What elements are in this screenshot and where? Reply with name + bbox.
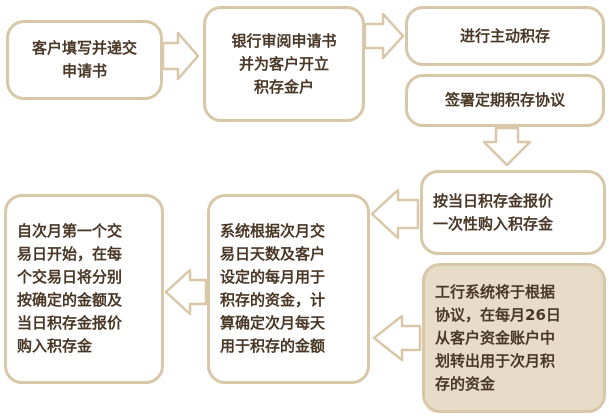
node-daily-buy: 自次月第一个交 易日开始，在每 个交易日将分别 按确定的金额及 当日积存金报价 … <box>4 194 164 384</box>
node-system-calc-label: 系统根据次月交 易日天数及客户 设定的每月用于 积存的资金，计 算确定次月每天 … <box>220 222 326 355</box>
node-bank-review: 银行审阅申请书 并为客户开立 积存金户 <box>203 6 365 122</box>
arrow-calc-to-daily <box>164 268 208 316</box>
node-active-save: 进行主动积存 <box>405 6 605 66</box>
node-regular-agreement-label: 签署定期积存协议 <box>444 91 565 109</box>
node-apply: 客户填写并递交 申请书 <box>6 20 163 100</box>
node-daily-buy-label: 自次月第一个交 易日开始，在每 个交易日将分别 按确定的金额及 当日积存金报价 … <box>17 222 123 355</box>
node-system-calc: 系统根据次月交 易日天数及客户 设定的每月用于 积存的资金，计 算确定次月每天 … <box>207 194 370 384</box>
node-one-time-buy: 按当日积存金报价 一次性购入积存金 <box>420 170 606 255</box>
node-active-save-label: 进行主动积存 <box>459 26 550 45</box>
node-icbc-transfer: 工行系统将于根据 协议，在每月26日 从客户资金账户中 划转出用于次月积 存的资… <box>422 263 606 413</box>
node-regular-agreement: 签署定期积存协议 <box>405 74 605 127</box>
node-one-time-buy-label: 按当日积存金报价 一次性购入积存金 <box>433 191 554 233</box>
arrow-transfer-to-calc <box>372 314 422 362</box>
arrow-apply-to-review <box>161 31 200 81</box>
arrow-review-to-active <box>363 12 405 60</box>
arrow-agreement-to-buy <box>482 126 532 167</box>
node-bank-review-label: 银行审阅申请书 并为客户开立 积存金户 <box>231 31 337 96</box>
node-apply-label: 客户填写并递交 申请书 <box>31 39 137 80</box>
arrow-buy-to-calc <box>370 188 420 240</box>
node-icbc-transfer-label: 工行系统将于根据 协议，在每月26日 从客户资金账户中 划转出用于次月积 存的资… <box>435 282 561 393</box>
